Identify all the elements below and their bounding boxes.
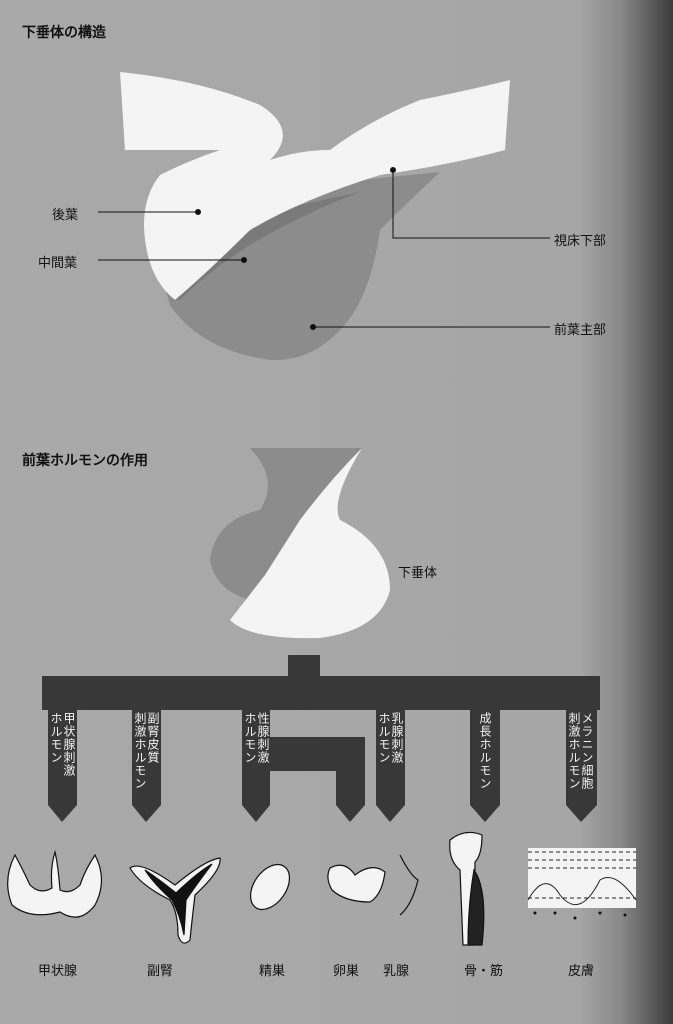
posterior-lobe-shape: [120, 72, 510, 300]
label-pituitary: 下垂体: [398, 566, 438, 581]
hormone-label-growth: 成長ホルモン: [478, 712, 492, 790]
organ-testis: 精巣: [259, 964, 286, 979]
organ-bone-muscle: 骨・筋: [464, 964, 504, 979]
testis-icon: [249, 863, 291, 911]
hormone-label-prolactin: 乳腺刺激ホルモン: [377, 712, 404, 764]
label-anterior-lobe: 前葉主部: [554, 323, 607, 338]
anterior-lobe-shape: [160, 172, 440, 361]
structure-title: 下垂体の構造: [22, 25, 106, 41]
skin-icon: [527, 848, 637, 920]
hormone-label-thyroid: 甲状腺刺激ホルモン: [49, 712, 76, 777]
adrenal-core: [144, 863, 213, 936]
hormone-branches: [42, 655, 600, 822]
organ-skin: 皮膚: [568, 964, 595, 979]
organ-mammary: 乳腺: [383, 964, 410, 979]
ovary-icon: [327, 864, 386, 903]
hormone-label-acth: 副腎皮質刺激ホルモン: [133, 712, 160, 790]
organ-ovary: 卵巣: [333, 964, 360, 979]
hormone-label-msh: メラニン細胞刺激ホルモン: [567, 712, 594, 790]
label-posterior-lobe: 後葉: [52, 208, 79, 223]
mammary-icon: [399, 854, 419, 916]
thyroid-icon: [7, 849, 103, 918]
hormone-label-gonadotropin: 性腺刺激ホルモン: [243, 712, 270, 764]
organ-thyroid: 甲状腺: [38, 964, 78, 979]
intermediate-lobe-shape: [172, 192, 360, 300]
organ-adrenal: 副腎: [147, 964, 174, 979]
label-hypothalamus: 視床下部: [554, 234, 607, 249]
muscle-icon: [467, 868, 485, 946]
pituitary-posterior-shape: [230, 448, 390, 639]
leader-lines: [98, 167, 550, 330]
pituitary-anterior-shape: [210, 448, 362, 600]
hormone-title: 前葉ホルモンの作用: [22, 453, 148, 469]
label-intermediate-lobe: 中間葉: [38, 256, 78, 271]
